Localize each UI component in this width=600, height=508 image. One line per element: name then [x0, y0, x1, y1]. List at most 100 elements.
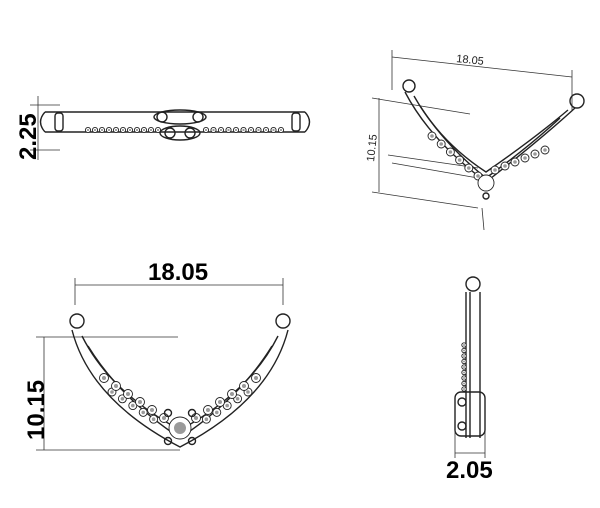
side-stone-facet — [219, 128, 223, 132]
persp-height-label: 10.15 — [365, 134, 380, 163]
side-stone-facet — [227, 128, 230, 132]
side-stone-facet — [107, 128, 111, 132]
side-center-top — [153, 109, 207, 125]
side-right-ring — [291, 112, 301, 132]
side-stone-facet — [135, 128, 139, 132]
side-stone-facet — [257, 128, 260, 132]
persp-stone-facet — [543, 148, 547, 152]
front-stone-facet — [193, 415, 199, 421]
persp-depth-tick — [481, 207, 485, 231]
front-stone-facet — [204, 417, 209, 422]
end-bar — [465, 292, 481, 438]
side-view: 2.25 — [15, 96, 311, 160]
side-center-bottom — [159, 125, 201, 141]
end-prong-1 — [457, 397, 467, 407]
persp-stone-facet — [523, 156, 527, 160]
end-stone-facet — [463, 355, 465, 357]
side-prong-4 — [184, 127, 196, 139]
side-stones-row — [84, 126, 285, 134]
end-depth-label: 2.05 — [446, 457, 493, 484]
end-stone-facet — [463, 349, 465, 352]
side-stone-facet — [128, 128, 132, 132]
side-stone-facet — [279, 128, 283, 132]
persp-stone-facet — [493, 168, 497, 172]
persp-center-stone — [477, 174, 495, 192]
front-left-ring — [69, 313, 85, 329]
front-stone-facet — [131, 403, 135, 408]
end-stone-facet — [463, 382, 465, 385]
front-stone-facet — [141, 410, 145, 415]
front-prong-3 — [163, 436, 173, 446]
front-center-stone-facet — [174, 422, 186, 434]
end-prong-2 — [457, 421, 467, 431]
front-stone-facet — [151, 417, 156, 422]
front-prong-1 — [163, 408, 173, 418]
side-stone-facet — [114, 128, 118, 132]
end-top-ring — [465, 276, 481, 292]
end-stone-facet — [463, 371, 465, 374]
persp-height-ext-bottom — [371, 191, 479, 209]
persp-stone-facet — [430, 134, 434, 138]
front-stone-facet — [137, 399, 143, 405]
side-stone-facet — [272, 128, 275, 132]
front-stone-facet — [149, 407, 155, 413]
side-stone-facet — [100, 128, 104, 132]
side-stone-facet — [204, 128, 208, 132]
persp-right-ring — [569, 93, 585, 109]
front-outer-curve — [71, 329, 289, 448]
side-stone-facet — [142, 128, 146, 132]
front-stone-facet — [241, 383, 247, 389]
side-stone-facet — [86, 128, 90, 132]
front-inner-curve — [81, 335, 279, 431]
front-stone-facet — [101, 375, 107, 381]
persp-stone-facet — [467, 166, 471, 170]
side-stone-facet — [242, 128, 245, 132]
persp-stones-row — [427, 131, 550, 181]
front-stone-facet — [217, 399, 223, 405]
persp-stone-facet — [503, 164, 507, 168]
end-stone-facet — [463, 344, 465, 346]
persp-stone-facet — [533, 152, 537, 156]
perspective-view: 18.05 10.15 — [365, 50, 585, 231]
side-prong-3 — [164, 127, 176, 139]
front-prong-4 — [187, 436, 197, 446]
front-stones-row — [99, 373, 261, 424]
front-stone-facet — [229, 391, 235, 397]
side-height-label: 2.25 — [15, 113, 42, 160]
persp-width-dim-line — [391, 56, 573, 78]
side-stone-facet — [212, 128, 215, 132]
front-right-ring — [275, 313, 291, 329]
end-stone-facet — [463, 360, 465, 363]
side-stone-facet — [156, 128, 160, 132]
side-prong-2 — [192, 111, 204, 123]
persp-left-ring — [402, 79, 416, 93]
persp-stone-facet — [513, 160, 517, 164]
side-stone-facet — [93, 128, 97, 132]
side-bar-right-end — [304, 111, 311, 133]
front-stone-facet — [161, 415, 167, 421]
persp-stone-facet — [448, 150, 453, 154]
front-view: 18.05 10.15 — [23, 259, 291, 451]
front-stone-facet — [246, 390, 250, 394]
end-center-setting — [454, 391, 486, 437]
side-stone-facet — [121, 128, 125, 132]
side-stone-facet — [249, 128, 253, 132]
persp-stone-facet — [439, 142, 444, 146]
end-stone-facet — [463, 366, 465, 368]
front-stone-facet — [113, 383, 119, 389]
end-stone-facet — [463, 388, 465, 390]
front-stone-facet — [253, 375, 259, 381]
persp-stone-facet — [476, 174, 480, 178]
persp-width-label: 18.05 — [456, 53, 485, 68]
front-prong-2 — [187, 408, 197, 418]
front-width-label: 18.05 — [148, 259, 208, 286]
end-view: 2.05 — [446, 276, 493, 484]
persp-depth-ext-1 — [387, 154, 479, 169]
persp-depth-ext-2 — [391, 162, 479, 179]
front-stone-facet — [215, 410, 219, 415]
side-left-ring — [54, 112, 64, 132]
end-stones-column — [461, 342, 467, 392]
front-stone-facet — [125, 391, 131, 397]
side-bar-left-end — [39, 111, 46, 133]
